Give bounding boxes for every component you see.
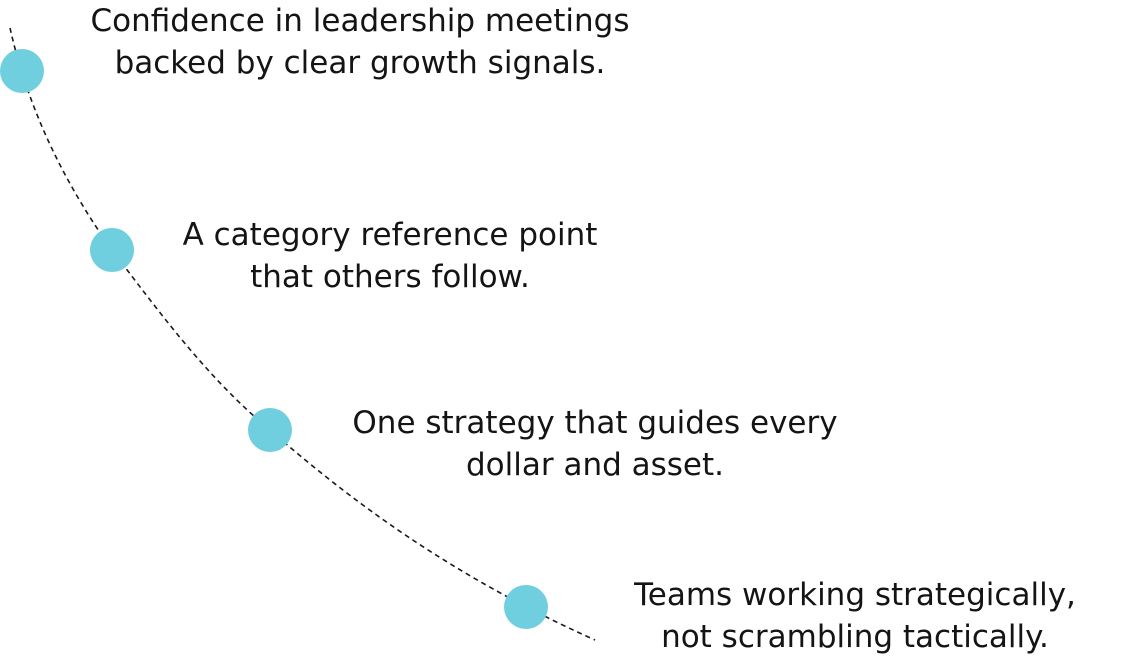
dashed-path-line: [9, 27, 596, 641]
milestone-dot: [504, 585, 548, 629]
caption-line: Teams working strategically,: [634, 577, 1076, 613]
milestone-caption: One strategy that guides every dollar an…: [330, 402, 860, 486]
caption-line: A category reference point: [182, 217, 598, 253]
caption-line: not scrambling tactically.: [661, 619, 1049, 655]
caption-line: that others follow.: [250, 259, 530, 295]
caption-line: Confidence in leadership meetings: [90, 3, 630, 39]
milestone-dot: [248, 408, 292, 452]
caption-line: backed by clear growth signals.: [114, 45, 606, 81]
milestone-caption: Confidence in leadership meetings backed…: [30, 0, 690, 84]
caption-line: One strategy that guides every: [352, 405, 838, 441]
milestone-caption: Teams working strategically, not scrambl…: [585, 574, 1125, 658]
caption-line: dollar and asset.: [465, 447, 725, 483]
milestone-dot: [0, 49, 44, 93]
milestone-caption: A category reference point that others f…: [150, 214, 630, 298]
milestone-dot: [90, 228, 134, 272]
